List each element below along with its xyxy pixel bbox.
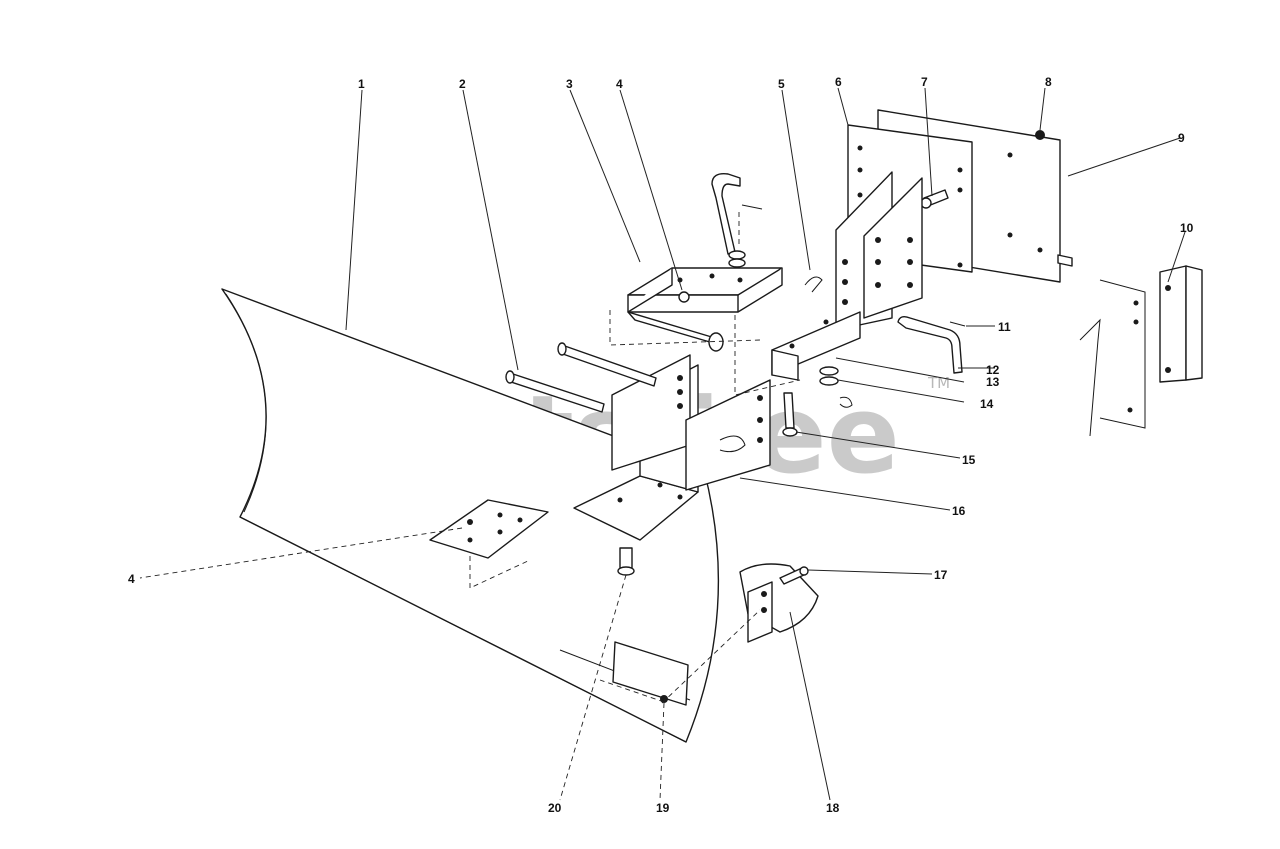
callout-17: 17 (934, 568, 948, 582)
u-channel-bracket (609, 267, 801, 396)
washers-and-bolt (782, 366, 853, 437)
skid-shoe (739, 563, 819, 643)
callout-5: 5 (778, 77, 785, 91)
bent-lock-pin (897, 315, 963, 374)
hairpin-clip (804, 276, 823, 293)
plow-blade (221, 288, 720, 743)
callout-6: 6 (835, 75, 842, 89)
callout-4: 4 (616, 77, 623, 91)
callout-4-lower: 4 (128, 572, 135, 586)
carriage-bolt (617, 547, 635, 576)
pivot-pins (505, 342, 657, 413)
a-frame-bracket (573, 354, 771, 541)
mounting-bolt (920, 189, 949, 209)
callout-14: 14 (980, 397, 994, 411)
callout-18: 18 (826, 801, 840, 815)
callout-7: 7 (921, 75, 928, 89)
callout-20: 20 (548, 801, 562, 815)
callout-16: 16 (952, 504, 966, 518)
callout-12: 12 (986, 363, 1000, 377)
lock-pin-assembly (678, 173, 763, 303)
callout-9: 9 (1178, 131, 1185, 145)
callout-15: 15 (962, 453, 976, 467)
side-bracket (1079, 265, 1203, 437)
watermark-trademark: TM (927, 374, 950, 392)
cotter-pin (949, 321, 966, 327)
callout-8: 8 (1045, 75, 1052, 89)
callout-13: 13 (986, 375, 1000, 389)
callout-1: 1 (358, 77, 365, 91)
hitch-frame (771, 171, 923, 381)
callout-numbers: 1 2 3 4 5 6 7 8 9 10 11 12 13 14 15 16 1… (128, 75, 1194, 815)
callout-19: 19 (656, 801, 670, 815)
callout-10: 10 (1180, 221, 1194, 235)
callout-11: 11 (998, 320, 1011, 334)
leader-lines (139, 87, 1186, 801)
callout-3: 3 (566, 77, 573, 91)
callout-2: 2 (459, 77, 466, 91)
